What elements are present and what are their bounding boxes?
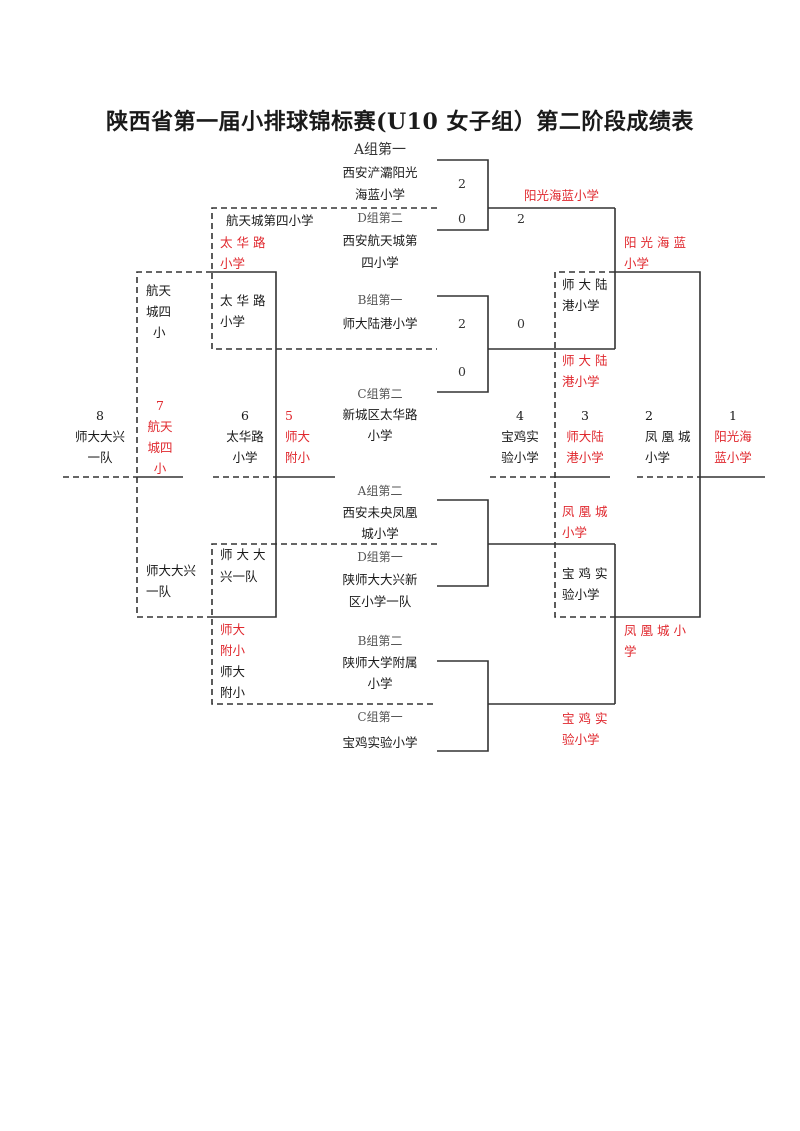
seed-a2: A组第二	[357, 484, 403, 498]
p78-bottom-line1: 师大大兴	[146, 563, 197, 578]
rank-2-team-line1: 凤凰城	[645, 429, 695, 444]
rank-1-team-line2: 蓝小学	[714, 450, 752, 465]
rank-3-team-line2: 港小学	[566, 450, 604, 465]
rank-4: 4	[516, 408, 524, 423]
seed-d2: D组第二	[357, 211, 403, 225]
rank-5: 5	[285, 408, 293, 423]
rank-5-team-line1: 师大	[285, 429, 311, 444]
rank-5-team-line2: 附小	[285, 450, 311, 465]
seed-c2: C组第二	[357, 387, 403, 401]
bracket-r1-top	[437, 159, 489, 231]
rank-8-team-line1: 师大大兴	[74, 429, 125, 444]
team-r1-3-line2: 小学	[367, 428, 393, 443]
p78-top-line3: 小	[153, 325, 166, 340]
score-semi-top-b: 0	[517, 316, 525, 331]
cls-bottom-winner-line1: 师大	[220, 622, 246, 637]
semi-bottom-winner-line2: 小学	[562, 525, 588, 540]
final-winner-line1: 阳光海蓝	[624, 235, 691, 250]
p78-top-line1: 航天	[146, 283, 172, 298]
seed-d1: D组第一	[357, 550, 403, 564]
team-r1-1-line2: 四小学	[361, 255, 399, 270]
team-r1-0-line1: 西安浐灞阳光	[342, 165, 418, 180]
cls-top-b-line1: 太华路	[220, 293, 270, 308]
page-title: 陕西省第一届小排球锦标赛(U10 女子组）第二阶段成绩表	[106, 109, 694, 135]
rank-6-team-line1: 太华路	[226, 429, 264, 444]
cls-bottom-b-line1: 师大	[220, 664, 246, 679]
p78-bottom-line2: 一队	[146, 584, 172, 599]
score-r1-1: 0	[458, 211, 466, 226]
rank-6-team-line2: 小学	[232, 450, 258, 465]
seed-c1: C组第一	[357, 710, 403, 724]
rank-7: 7	[156, 398, 164, 413]
semi-top-winner: 阳光海蓝小学	[524, 188, 600, 203]
bracket-final	[615, 271, 701, 618]
semi-top-loser-red-line2: 港小学	[562, 374, 600, 389]
team-r1-7-line1: 宝鸡实验小学	[342, 735, 418, 750]
team-r1-4-line2: 城小学	[361, 526, 399, 541]
rank-2-team-line2: 小学	[645, 450, 671, 465]
team-r1-3-line1: 新城区太华路	[342, 407, 418, 422]
semi-bottom-loser-red-line1: 宝鸡实	[562, 711, 612, 726]
p78-top-line2: 城四	[146, 304, 172, 319]
cls-top-winner-line2: 小学	[220, 256, 246, 271]
cls-bottom-winner-line2: 附小	[220, 643, 246, 658]
score-r1-2: 2	[458, 316, 466, 331]
bracket-r1-c	[437, 499, 489, 587]
semi-bottom-winner-line1: 凤凰城	[562, 504, 612, 519]
semi-top-loser-line2: 港小学	[562, 298, 600, 313]
team-r1-5-line2: 区小学一队	[348, 594, 412, 609]
semi-top-loser-line1: 师大陆	[562, 277, 612, 292]
rank-4-team-line2: 验小学	[501, 450, 539, 465]
semi-bottom-loser-red-line2: 验小学	[562, 732, 600, 747]
semi-top-loser-red-line1: 师大陆	[562, 353, 612, 368]
team-r1-6-line1: 陕师大学附属	[342, 655, 418, 670]
final-other-line1: 凤凰城小	[624, 623, 691, 638]
rank-4-team-line1: 宝鸡实	[501, 429, 539, 444]
cls-bottom-a-line2: 兴一队	[220, 569, 258, 584]
rank-8-team-line2: 一队	[87, 450, 113, 465]
score-r1-3: 0	[458, 364, 466, 379]
team-r1-4-line1: 西安未央凤凰	[342, 505, 418, 520]
dash-r1-top-loser	[211, 207, 437, 350]
rank-7-team-line3: 小	[153, 461, 167, 476]
semi-bottom-loser-line2: 验小学	[562, 587, 600, 602]
seed-b2: B组第二	[357, 634, 403, 648]
team-r1-2-line1: 师大陆港小学	[342, 316, 418, 331]
team-r1-6-line2: 小学	[367, 676, 393, 691]
team-r1-1-line1: 西安航天城第	[342, 233, 418, 248]
cls-bottom-a-line1: 师大大	[220, 547, 270, 562]
score-r1-0: 2	[458, 176, 466, 191]
seed-a1: A组第一	[353, 142, 407, 158]
team-r1-5-line1: 陕师大大兴新	[342, 572, 418, 587]
seed-b1: B组第一	[357, 293, 403, 307]
bracket-r1-d	[437, 660, 489, 752]
rank-3: 3	[581, 408, 589, 423]
final-other-line2: 学	[624, 644, 637, 659]
final-winner-line2: 小学	[624, 256, 650, 271]
cls-top-loser: 航天城第四小学	[226, 213, 314, 228]
semi-bottom-loser-line1: 宝鸡实	[562, 566, 612, 581]
bracket-r1-b	[437, 295, 489, 393]
rank-6: 6	[241, 408, 249, 423]
rank-1: 1	[729, 408, 737, 423]
score-semi-top-a: 2	[517, 211, 525, 226]
rank-7-team-line1: 航天	[147, 419, 173, 434]
rank-2: 2	[645, 408, 653, 423]
cls-top-winner-line1: 太华路	[220, 235, 270, 250]
dash-r1-bottom-loser	[211, 543, 437, 705]
rank-7-team-line2: 城四	[147, 440, 173, 455]
cls-bottom-b-line2: 附小	[220, 685, 246, 700]
rank-3-team-line1: 师大陆	[566, 429, 604, 444]
cls-top-b-line2: 小学	[220, 314, 246, 329]
rank-1-team-line1: 阳光海	[714, 429, 752, 444]
team-r1-0-line2: 海蓝小学	[354, 187, 405, 202]
bracket-5th	[212, 271, 277, 618]
rank-8: 8	[96, 408, 104, 423]
dash-semi-top-loser	[554, 271, 615, 618]
